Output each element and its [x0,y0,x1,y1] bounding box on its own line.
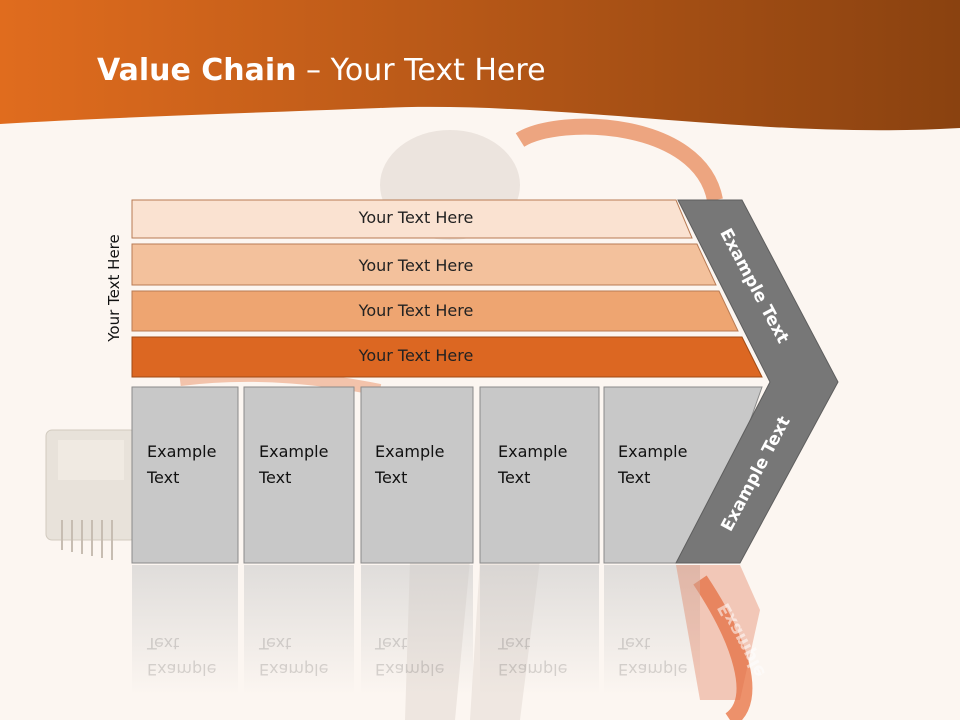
box-5-reflection-line2: Text [618,634,651,653]
bar-1-shape [131,199,693,239]
box-4-line1: Example [498,442,568,461]
cable [693,575,753,720]
rj45-connector [45,429,137,560]
cable [515,118,723,203]
box-1-reflection: Example Text [147,630,247,682]
box-4-reflection-line1: Example [498,660,568,679]
box-4-reflection-line2: Text [498,634,531,653]
bar-3-label: Your Text Here [358,301,474,320]
box-2-label: Example Text [259,439,359,491]
box-5-line2: Text [618,468,651,487]
bar-2-label: Your Text Here [358,256,474,275]
title-bold: Value Chain [97,53,297,88]
box-3-reflection-line2: Text [375,634,408,653]
box-3-label: Example Text [375,439,475,491]
title-rest: – Your Text Here [296,53,546,88]
box-3-reflection-line1: Example [375,660,445,679]
box-5-line1: Example [618,442,688,461]
chevron-shape [675,199,839,564]
bar-4-label: Your Text Here [358,346,474,365]
bar-2-shape [131,243,717,286]
box-1-reflection-line2: Text [147,634,180,653]
header-band [0,0,960,131]
box-4-reflection: Example Text [498,630,598,682]
vertical-axis-label: Your Text Here [105,234,123,342]
chevron-reflection [676,565,760,700]
box-shapes [131,386,763,564]
box-5-reflection-line1: Example [618,660,688,679]
box-1-reflection-line1: Example [147,660,217,679]
box-5-reflection: Example Text [618,630,718,682]
box-1-label: Example Text [147,439,247,491]
box-2-line1: Example [259,442,329,461]
box-3-reflection: Example Text [375,630,475,682]
box-reflections [132,565,700,695]
box-4-line2: Text [498,468,531,487]
box-2-reflection-line1: Example [259,660,329,679]
box-5-label: Example Text [618,439,718,491]
box-2-reflection: Example Text [259,630,359,682]
slide-title: Value Chain – Your Text Here [97,53,546,88]
box-3-line2: Text [375,468,408,487]
box-1-line2: Text [147,468,180,487]
box-1-line1: Example [147,442,217,461]
box-2-line2: Text [259,468,292,487]
bar-4-shape [131,336,763,378]
bar-3-shape [131,290,739,332]
box-2-reflection-line2: Text [259,634,292,653]
box-4-label: Example Text [498,439,598,491]
bar-1-label: Your Text Here [358,208,474,227]
box-3-line1: Example [375,442,445,461]
